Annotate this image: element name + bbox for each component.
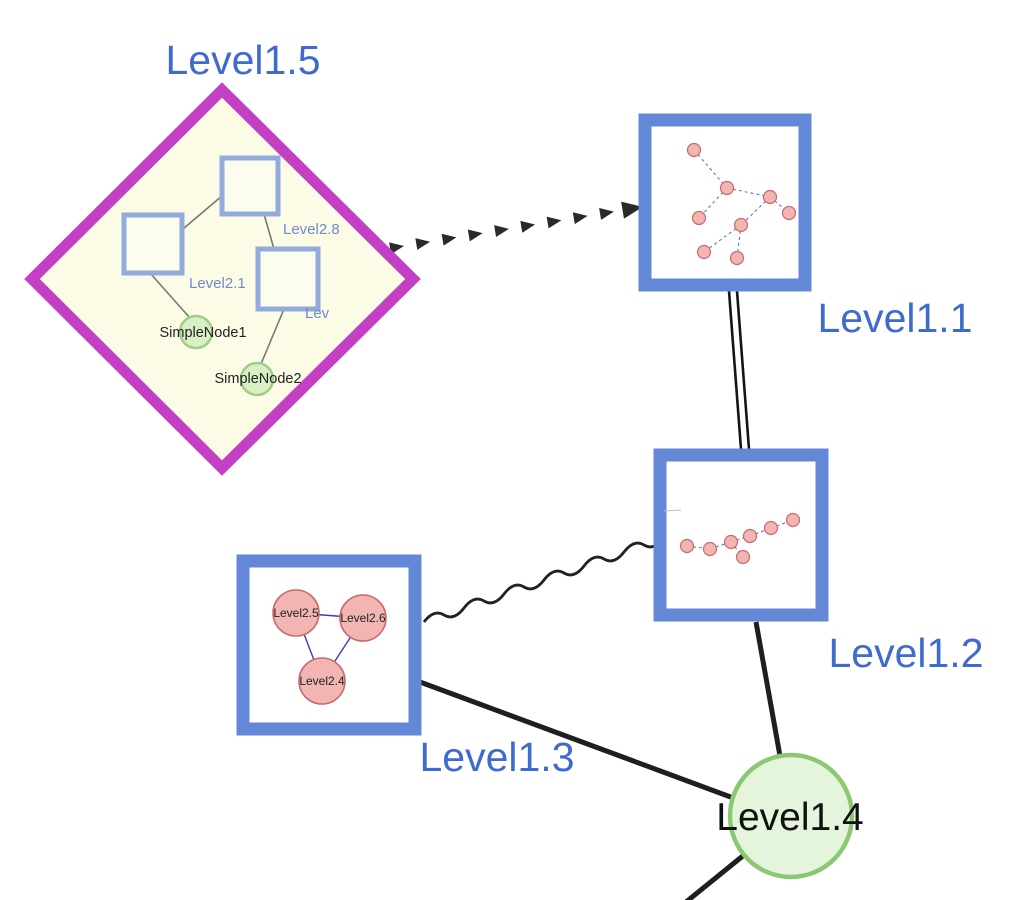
label-level1-4: Level1.4 xyxy=(716,796,863,839)
label-simplenode1: SimpleNode1 xyxy=(159,325,246,341)
node-level1-3[interactable]: Level2.5 Level2.6 Level2.4 xyxy=(236,554,422,736)
level1-2-mini-graph xyxy=(663,509,801,565)
node-level2-7[interactable] xyxy=(255,246,321,312)
label-level1-3: Level1.3 xyxy=(419,734,574,780)
node-level2-4 xyxy=(298,657,346,705)
node-level2-8[interactable] xyxy=(219,155,281,217)
edge-level1-2-to-level1-4[interactable] xyxy=(753,621,783,757)
label-level2-7: Lev xyxy=(305,305,330,322)
label-level1-2: Level1.2 xyxy=(828,630,983,676)
node-level2-5 xyxy=(272,589,320,637)
node-simplenode1[interactable] xyxy=(178,314,214,350)
edge-level1-4-tail[interactable] xyxy=(684,853,746,900)
node-level2-6 xyxy=(339,594,387,642)
node-level1-4[interactable] xyxy=(727,752,855,880)
edge-level1-1-to-level1-2[interactable] xyxy=(727,290,751,450)
level1-1-mini-graph xyxy=(686,142,797,266)
label-level2-1: Level2.1 xyxy=(189,275,246,292)
edge-level1-5-to-level1-1[interactable] xyxy=(389,198,644,255)
edge-level1-3-to-level1-2[interactable] xyxy=(422,537,666,623)
edge-level1-3-to-level1-4[interactable] xyxy=(419,679,737,802)
label-simplenode2: SimpleNode2 xyxy=(214,371,301,387)
node-level1-1[interactable] xyxy=(638,113,812,292)
label-level2-6: Level2.6 xyxy=(340,611,386,625)
label-level2-5: Level2.5 xyxy=(273,606,319,620)
label-level1-5: Level1.5 xyxy=(165,37,320,83)
level1-3-mini-graph: Level2.5 Level2.6 Level2.4 xyxy=(272,589,387,705)
node-simplenode2[interactable] xyxy=(239,361,275,397)
label-level2-4: Level2.4 xyxy=(299,674,345,688)
node-level2-1[interactable] xyxy=(121,212,185,276)
label-level2-8: Level2.8 xyxy=(283,221,340,238)
node-level1-2[interactable] xyxy=(653,448,829,622)
label-level1-1: Level1.1 xyxy=(817,295,972,341)
node-level1-5[interactable]: Level2.8 Level2.1 Lev SimpleNode1 Simple… xyxy=(24,82,421,476)
